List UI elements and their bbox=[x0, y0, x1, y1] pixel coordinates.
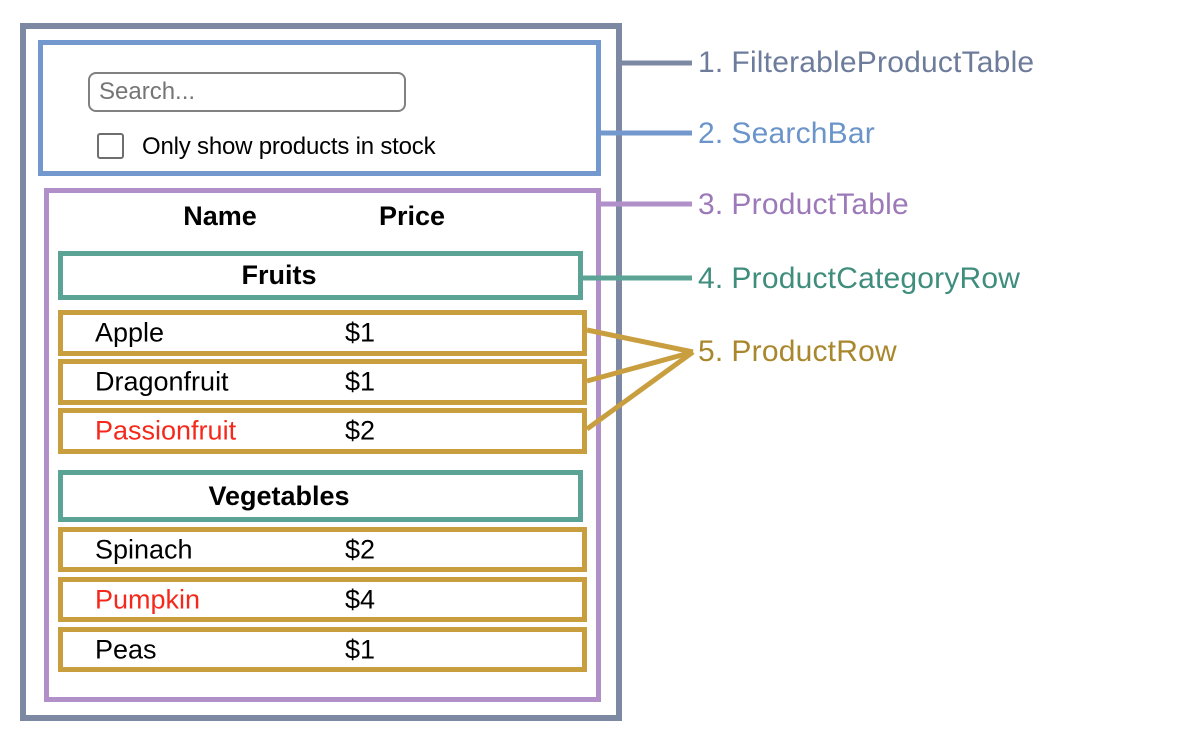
legend-filterable-product-table: 1.FilterableProductTable bbox=[698, 45, 1034, 81]
product-category-row: Vegetables bbox=[58, 470, 583, 522]
legend-number: 4. bbox=[698, 262, 724, 295]
product-category-row: Fruits bbox=[58, 251, 583, 300]
product-row: Spinach $2 bbox=[58, 527, 587, 572]
category-label: Vegetables bbox=[208, 480, 350, 511]
product-price: $1 bbox=[345, 634, 376, 664]
product-name: Spinach bbox=[95, 534, 193, 564]
product-row: Apple $1 bbox=[58, 310, 587, 356]
product-name: Pumpkin bbox=[95, 584, 201, 614]
legend-number: 5. bbox=[698, 335, 724, 368]
category-label: Fruits bbox=[241, 260, 317, 290]
legend-label: ProductRow bbox=[731, 335, 897, 368]
legend-label: SearchBar bbox=[731, 117, 875, 150]
filterable-product-table-box: Only show products in stock Name Price F… bbox=[20, 23, 622, 721]
product-price: $1 bbox=[345, 366, 376, 397]
product-name: Passionfruit bbox=[95, 415, 237, 446]
product-row: Dragonfruit $1 bbox=[58, 359, 587, 405]
product-name: Peas bbox=[95, 634, 157, 664]
legend-product-row: 5.ProductRow bbox=[698, 334, 897, 370]
product-row: Peas $1 bbox=[58, 627, 587, 672]
search-bar-box: Only show products in stock bbox=[38, 40, 601, 176]
product-row: Pumpkin $4 bbox=[58, 577, 587, 622]
product-name: Apple bbox=[95, 317, 165, 348]
product-price: $1 bbox=[345, 317, 376, 348]
legend-label: ProductCategoryRow bbox=[731, 262, 1021, 295]
legend-number: 2. bbox=[698, 117, 724, 150]
product-price: $2 bbox=[345, 415, 376, 446]
legend-product-category-row: 4.ProductCategoryRow bbox=[698, 261, 1020, 297]
column-header-price: Price bbox=[378, 201, 446, 231]
product-row: Passionfruit $2 bbox=[58, 408, 587, 454]
legend-number: 1. bbox=[698, 46, 724, 79]
search-input[interactable] bbox=[88, 72, 406, 112]
legend-product-table: 3.ProductTable bbox=[698, 187, 909, 223]
in-stock-checkbox[interactable] bbox=[97, 133, 124, 159]
product-name: Dragonfruit bbox=[95, 366, 229, 397]
column-header-name: Name bbox=[183, 201, 257, 231]
legend-number: 3. bbox=[698, 188, 724, 221]
legend-label: FilterableProductTable bbox=[731, 46, 1035, 79]
product-price: $4 bbox=[345, 584, 376, 614]
product-price: $2 bbox=[345, 534, 376, 564]
in-stock-checkbox-label: Only show products in stock bbox=[142, 133, 436, 160]
legend-search-bar: 2.SearchBar bbox=[698, 116, 875, 152]
product-table-box: Name Price Fruits Apple $1 Dragonfruit $… bbox=[44, 188, 601, 702]
legend-label: ProductTable bbox=[731, 188, 909, 221]
